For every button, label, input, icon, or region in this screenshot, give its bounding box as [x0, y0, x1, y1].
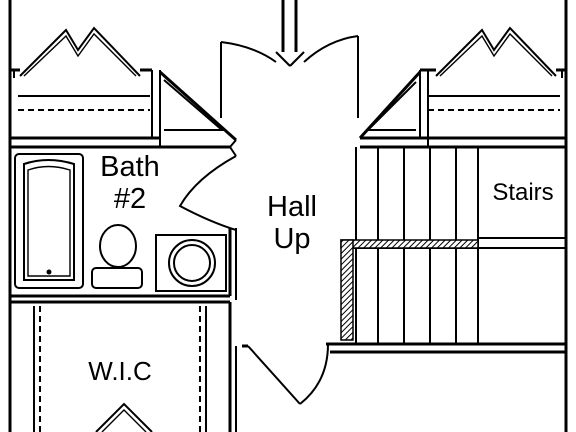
toilet-icon	[91, 224, 143, 289]
closet-top-right	[419, 26, 566, 147]
wic-label: W.I.C	[88, 356, 152, 386]
hall-label-line1: Hall	[267, 191, 317, 223]
bath-label-line2: #2	[114, 183, 146, 215]
hall-double-door	[220, 0, 359, 118]
stair-railing	[340, 239, 479, 249]
bathtub-icon	[14, 153, 84, 289]
sink-icon	[155, 234, 227, 292]
stairs-label: Stairs	[492, 179, 553, 206]
closet-top-left	[10, 26, 161, 147]
hall-lower-door	[242, 342, 332, 405]
angled-wall-right	[358, 70, 422, 140]
angled-wall-left	[158, 70, 238, 148]
wic-room	[10, 300, 237, 432]
hall-label-line2: Up	[273, 223, 310, 255]
stairs-block	[330, 147, 566, 354]
bath-room	[8, 146, 237, 300]
bath-label-line1: Bath	[100, 151, 160, 183]
